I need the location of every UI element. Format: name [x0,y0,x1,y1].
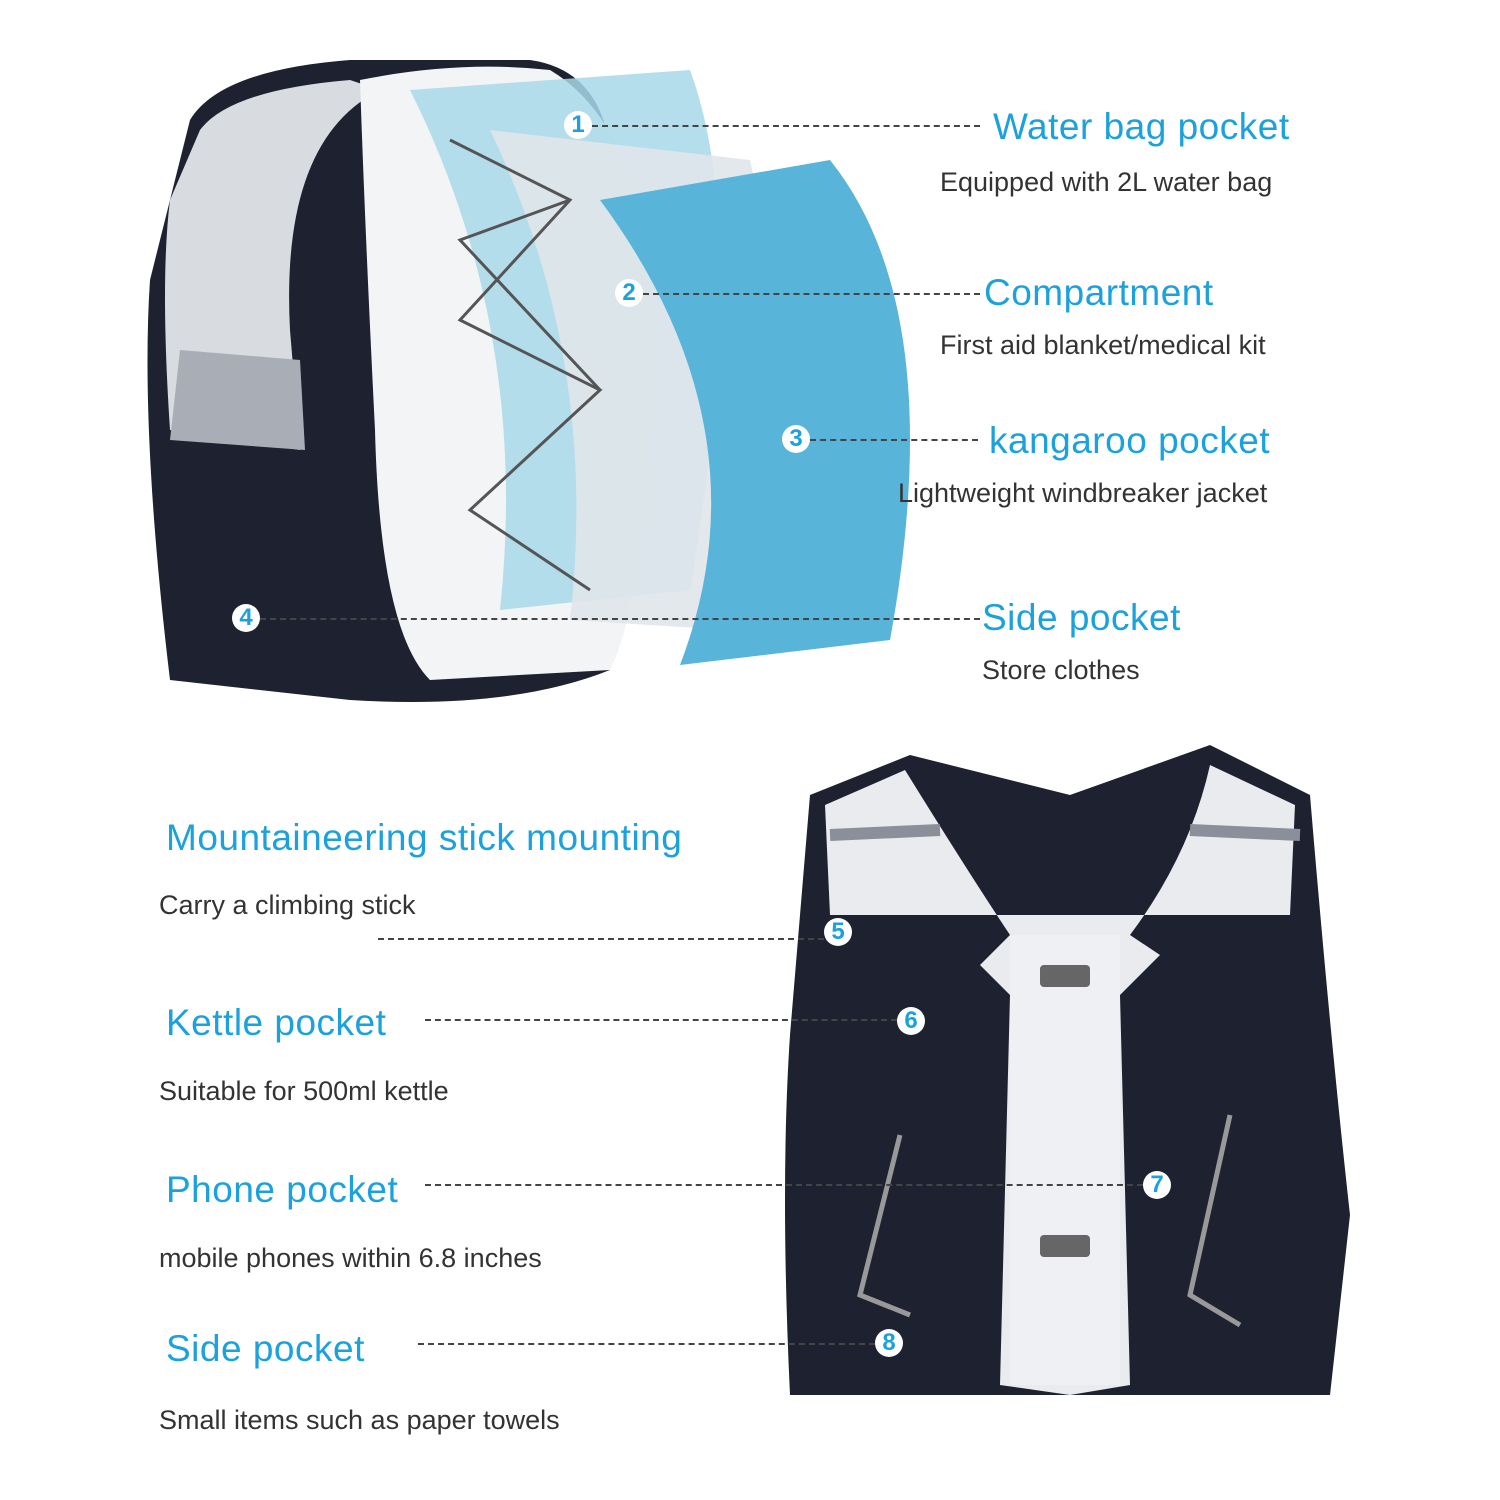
vest-back-image [147,60,910,702]
leader-line-7 [425,1184,1143,1186]
vest-front-image [785,745,1350,1395]
callout-description-8: Small items such as paper towels [159,1405,560,1435]
callout-description-1: Equipped with 2L water bag [940,167,1273,197]
callout-title-7: Phone pocket [166,1169,399,1210]
callout-marker-1: 1 [564,111,592,139]
callout-marker-5: 5 [824,918,852,946]
callout-marker-2: 2 [615,279,643,307]
callout-marker-3: 3 [782,425,810,453]
callout-marker-4: 4 [232,604,260,632]
callout-title-8: Side pocket [166,1328,365,1369]
callout-title-1: Water bag pocket [993,106,1290,147]
leader-line-1 [592,125,980,127]
leader-line-5 [378,938,824,940]
callout-marker-7: 7 [1143,1171,1171,1199]
leader-line-8 [418,1343,875,1345]
callout-title-4: Side pocket [982,597,1181,638]
callout-title-2: Compartment [984,272,1214,313]
callout-marker-8: 8 [875,1329,903,1357]
callout-title-6: Kettle pocket [166,1002,387,1043]
leader-line-4 [260,618,980,620]
leader-line-6 [425,1019,897,1021]
callout-description-5: Carry a climbing stick [159,890,416,920]
callout-title-5: Mountaineering stick mounting [166,817,683,858]
callout-description-6: Suitable for 500ml kettle [159,1076,449,1106]
callout-description-7: mobile phones within 6.8 inches [159,1243,542,1273]
callout-title-3: kangaroo pocket [989,420,1271,461]
callout-description-4: Store clothes [982,655,1140,685]
leader-line-3 [810,439,978,441]
callout-description-2: First aid blanket/medical kit [940,330,1266,360]
leader-line-2 [643,293,980,295]
callout-marker-6: 6 [897,1007,925,1035]
callout-description-3: Lightweight windbreaker jacket [898,478,1268,508]
